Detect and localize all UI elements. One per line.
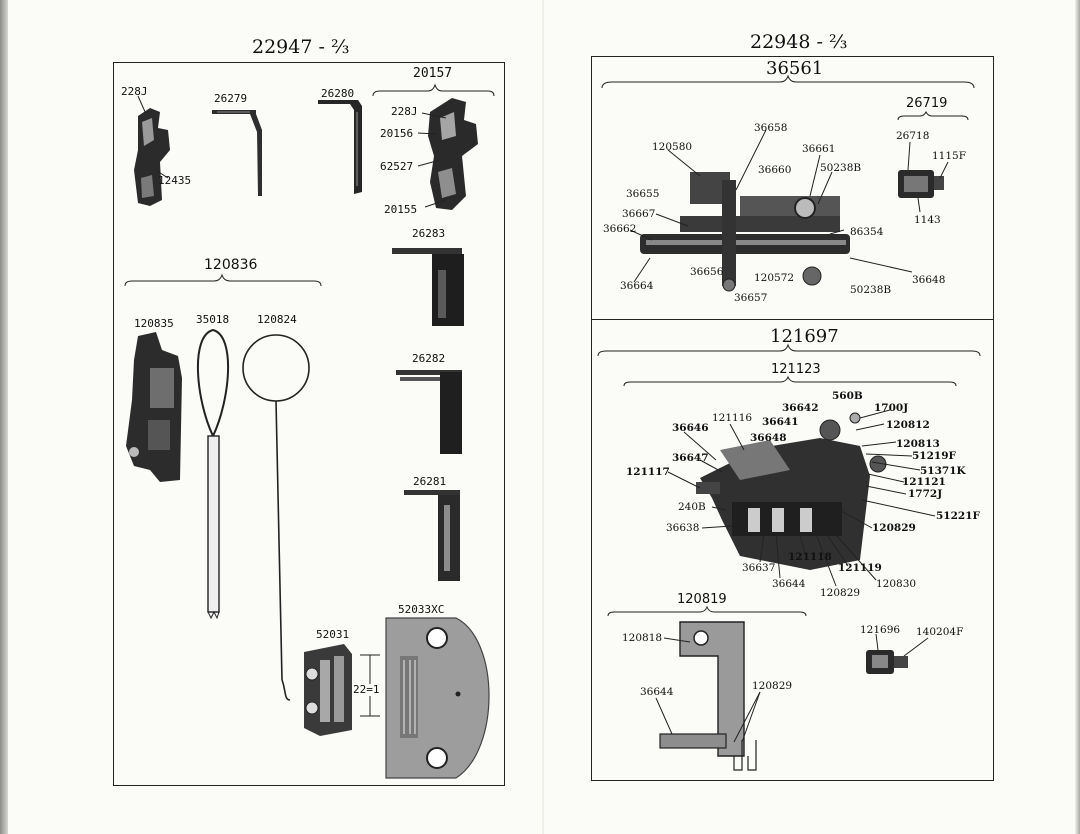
label-36647: 36647	[672, 452, 709, 464]
guide-26281-drawing	[404, 490, 460, 581]
top-assembly-title: 36561	[766, 58, 824, 79]
label-1143: 1143	[914, 214, 941, 226]
presser-foot-120835-drawing	[126, 332, 182, 482]
right-parts-box	[591, 56, 994, 781]
label-120812: 120812	[886, 419, 930, 431]
label-120818: 120818	[622, 632, 663, 644]
label-36655: 36655	[626, 188, 660, 200]
label-52031: 52031	[316, 628, 350, 641]
label-120830: 120830	[876, 578, 917, 590]
label-120835: 120835	[134, 317, 174, 330]
group-label-120836: 120836	[204, 257, 258, 273]
bottom-assembly-title: 121697	[770, 326, 839, 347]
group-label-120819: 120819	[677, 592, 727, 607]
label-121696: 121696	[860, 624, 901, 636]
label-36657: 36657	[734, 292, 768, 304]
needle-plate-52033XC-drawing	[385, 617, 490, 779]
label-121121: 121121	[902, 476, 946, 488]
label-36638: 36638	[666, 522, 700, 534]
label-51219F: 51219F	[912, 450, 956, 462]
label-50238B-a: 50238B	[820, 162, 862, 174]
right-page-title: 22948 - ⅔	[750, 31, 848, 53]
label-36646: 36646	[672, 422, 709, 434]
label-36644-a: 36644	[772, 578, 806, 590]
part-26719-drawing	[898, 141, 949, 213]
part-121696-drawing	[866, 633, 929, 674]
label-26281: 26281	[413, 475, 447, 488]
label-120813: 120813	[896, 438, 940, 450]
label-228J-a: 228J	[121, 85, 148, 98]
scan-edge-left	[0, 0, 8, 834]
part-120819-drawing	[655, 621, 761, 771]
label-52033XC: 52033XC	[398, 603, 445, 616]
label-51221F: 51221F	[936, 510, 980, 522]
presser-foot-20157-drawing	[417, 98, 478, 210]
label-1772J: 1772J	[908, 488, 943, 500]
label-121119: 121119	[838, 562, 882, 574]
label-36656: 36656	[690, 266, 724, 278]
label-36642: 36642	[782, 402, 819, 414]
label-26718: 26718	[896, 130, 930, 142]
label-20155: 20155	[384, 203, 418, 216]
label-36658: 36658	[754, 122, 788, 134]
left-parts-box	[113, 62, 505, 786]
label-36660: 36660	[758, 164, 792, 176]
label-36648-b: 36648	[750, 432, 787, 444]
label-120824: 120824	[257, 313, 297, 326]
label-120572: 120572	[754, 272, 795, 284]
label-62527: 62527	[380, 160, 414, 173]
label-36637: 36637	[742, 562, 776, 574]
label-26279: 26279	[214, 92, 248, 105]
label-240B: 240B	[678, 501, 706, 513]
label-36648-a: 36648	[912, 274, 946, 286]
page-gutter	[542, 0, 544, 834]
label-228J-b: 228J	[391, 105, 418, 118]
guide-26283-drawing	[392, 248, 464, 326]
label-20156: 20156	[380, 127, 414, 140]
right-box-divider	[591, 319, 994, 321]
label-22-eq-1: 22=1	[353, 683, 380, 696]
label-36664-a: 36664	[620, 280, 654, 292]
label-36662: 36662	[603, 223, 637, 235]
left-page-title: 22947 - ⅔	[252, 36, 350, 58]
label-560B: 560B	[832, 390, 863, 402]
label-120829-c: 120829	[752, 680, 793, 692]
threader-120824-drawing	[242, 334, 310, 701]
label-120580: 120580	[652, 141, 693, 153]
label-26283: 26283	[412, 227, 446, 240]
guide-26282-drawing	[396, 370, 462, 454]
label-86354: 86354	[850, 226, 884, 238]
label-120829-b: 120829	[820, 587, 861, 599]
presser-foot-228J-drawing	[134, 95, 170, 206]
label-50238B-b: 50238B	[850, 284, 892, 296]
scan-edge-right	[1075, 0, 1080, 834]
label-26282: 26282	[412, 352, 446, 365]
label-26280: 26280	[321, 87, 355, 100]
presser-bar-26280-drawing	[318, 100, 362, 194]
label-121117: 121117	[626, 466, 670, 478]
group-label-20157: 20157	[413, 66, 453, 81]
label-36644-b: 36644	[640, 686, 674, 698]
threader-35018-drawing	[197, 328, 229, 620]
presser-bar-26279-drawing	[212, 110, 262, 196]
label-121118: 121118	[788, 551, 832, 563]
assembly-36561-drawing	[629, 129, 913, 292]
feed-dog-52031-drawing	[304, 644, 380, 736]
label-36641: 36641	[762, 416, 799, 428]
group-label-26719: 26719	[906, 96, 948, 111]
label-121116: 121116	[712, 412, 753, 424]
label-51371K: 51371K	[920, 465, 966, 477]
label-12435: 12435	[158, 174, 192, 187]
label-120829-a: 120829	[872, 522, 916, 534]
label-35018: 35018	[196, 313, 230, 326]
assembly-121123-drawing	[667, 409, 936, 587]
group-label-121123: 121123	[771, 362, 821, 377]
label-36667: 36667	[622, 208, 656, 220]
label-36661: 36661	[802, 143, 836, 155]
label-1115F: 1115F	[932, 150, 967, 162]
label-140204F: 140204F	[916, 626, 964, 638]
label-1700J: 1700J	[874, 402, 909, 414]
